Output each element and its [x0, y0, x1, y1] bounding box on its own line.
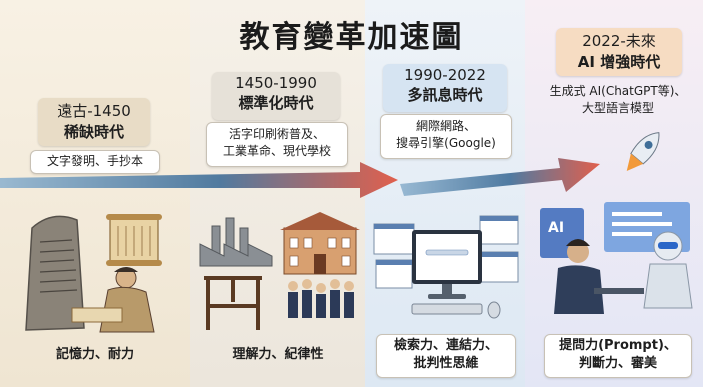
rocket-icon: [626, 132, 660, 171]
mouse-icon: [487, 301, 501, 319]
skill-line: 判斷力、審美: [578, 356, 657, 371]
printing-press-icon: [204, 276, 262, 330]
skill-line: 記憶力、耐力: [55, 347, 134, 362]
era-years: 2022-未來: [582, 32, 656, 50]
era-header-ai: 2022-未來 AI 增強時代: [556, 28, 682, 76]
page-title: 教育變革加速圖: [239, 20, 464, 55]
students-icon: [288, 279, 354, 318]
person-icon: [554, 239, 644, 314]
era-header-ancient: 遠古-1450 稀缺時代: [38, 98, 150, 146]
desc-line: 活字印刷術普及、: [228, 127, 325, 141]
era-years: 遠古-1450: [57, 102, 131, 120]
desc-line: 文字發明、手抄本: [46, 154, 143, 168]
laptop-icon: [594, 288, 644, 294]
skills-ancient: 記憶力、耐力: [28, 346, 162, 364]
era-column-standardized: [190, 0, 365, 387]
skills-ai: 提問力(Prompt)、 判斷力、審美: [544, 334, 692, 378]
era-years: 1990-2022: [404, 66, 486, 84]
skills-standardized: 理解力、紀律性: [208, 346, 348, 364]
desc-line: 搜尋引擎(Google): [396, 136, 496, 150]
era-description-information: 網際網路、 搜尋引擎(Google): [380, 114, 512, 159]
robot-icon: [643, 231, 693, 309]
skill-line: 理解力、紀律性: [232, 347, 324, 362]
era-description-ai: 生成式 AI(ChatGPT等)、 大型語言模型: [540, 80, 696, 123]
school-building-icon: [280, 212, 360, 275]
era-header-standardized: 1450-1990 標準化時代: [212, 72, 340, 120]
browser-window-icon: [373, 215, 519, 289]
desc-line: 大型語言模型: [581, 101, 654, 115]
skill-line: 批判性思維: [413, 356, 479, 371]
era-description-ancient: 文字發明、手抄本: [30, 150, 160, 174]
skill-line: 檢索力、連結力、: [393, 338, 498, 353]
desc-line: 工業革命、現代學校: [222, 144, 331, 158]
industrial-illustration: [199, 212, 360, 330]
desc-line: 網際網路、: [415, 119, 476, 133]
desc-line: 生成式 AI(ChatGPT等)、: [549, 84, 687, 98]
era-name: 標準化時代: [238, 94, 314, 112]
era-header-information: 1990-2022 多訊息時代: [383, 64, 507, 112]
keyboard-icon: [411, 303, 483, 315]
acceleration-arrow: [0, 158, 600, 198]
scroll-icon: [106, 214, 162, 266]
computer-monitor-icon: [411, 230, 501, 319]
ancient-illustration: [25, 214, 162, 333]
internet-illustration: [373, 215, 519, 319]
skills-information: 檢索力、連結力、 批判性思維: [376, 334, 516, 378]
era-name: 多訊息時代: [407, 86, 483, 104]
ai-label: AI: [548, 220, 564, 236]
factory-icon: [199, 217, 273, 267]
ai-illustration: AI: [540, 132, 693, 314]
scribe-figure-icon: [71, 267, 155, 333]
era-name: 稀缺時代: [63, 123, 124, 141]
era-years: 1450-1990: [235, 74, 317, 92]
skill-line: 提問力(Prompt)、: [559, 338, 677, 353]
era-name: AI 增強時代: [577, 53, 661, 71]
era-description-standardized: 活字印刷術普及、 工業革命、現代學校: [206, 122, 348, 167]
